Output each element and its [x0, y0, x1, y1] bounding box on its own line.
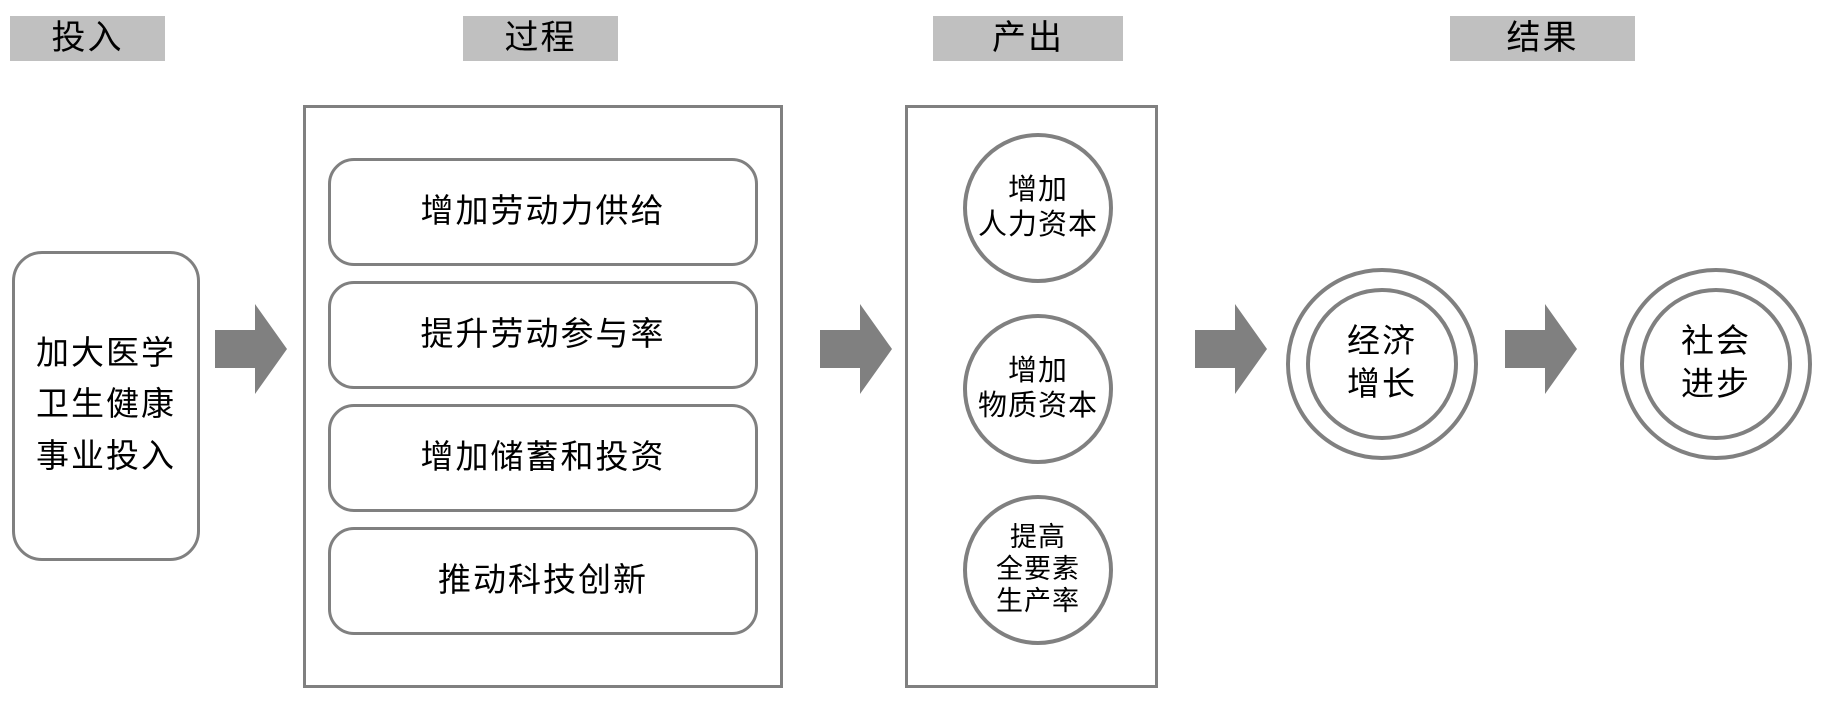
process-item-1[interactable]: 增加劳动力供给 [328, 158, 758, 266]
output-circle-2-label: 增加 物质资本 [978, 354, 1098, 425]
column-header-input: 投入 [10, 16, 165, 61]
output-circle-1-line-1: 增加 [1007, 173, 1068, 206]
process-item-2-label: 提升劳动参与率 [420, 316, 666, 353]
output-circle-1-label: 增加 人力资本 [978, 173, 1098, 244]
arrow-process-to-output [820, 304, 892, 394]
column-header-output-label: 产出 [992, 19, 1064, 57]
process-item-3[interactable]: 增加储蓄和投资 [328, 404, 758, 512]
process-item-2[interactable]: 提升劳动参与率 [328, 281, 758, 389]
column-header-input-label: 投入 [51, 19, 124, 57]
result-circle-1-line-1: 经济 [1347, 324, 1417, 361]
arrow-growth-to-progress [1505, 304, 1577, 394]
output-circle-2-line-1: 增加 [1007, 354, 1068, 387]
column-header-result: 结果 [1450, 16, 1635, 61]
output-circle-3-line-2: 全要素 [996, 554, 1080, 585]
arrow-output-to-growth [1195, 304, 1267, 394]
result-circle-2[interactable]: 社会 进步 [1640, 288, 1792, 440]
process-item-1-label: 增加劳动力供给 [420, 193, 666, 230]
column-header-process: 过程 [463, 16, 618, 61]
process-item-3-label: 增加储蓄和投资 [420, 439, 666, 476]
result-circle-2-line-1: 社会 [1681, 324, 1751, 361]
result-circle-2-label: 社会 进步 [1681, 321, 1751, 407]
process-item-4[interactable]: 推动科技创新 [328, 527, 758, 635]
input-card[interactable]: 加大医学 卫生健康 事业投入 [12, 251, 200, 561]
input-card-line-1: 加大医学 [36, 336, 176, 373]
output-circle-2[interactable]: 增加 物质资本 [963, 314, 1113, 464]
column-header-process-label: 过程 [504, 19, 577, 57]
result-circle-1-label: 经济 增长 [1347, 321, 1417, 407]
column-header-result-label: 结果 [1506, 19, 1579, 57]
output-circle-1[interactable]: 增加 人力资本 [963, 133, 1113, 283]
column-header-output: 产出 [933, 16, 1123, 61]
process-item-4-label: 推动科技创新 [438, 562, 648, 599]
output-circle-1-line-2: 人力资本 [977, 209, 1098, 241]
result-circle-2-line-2: 进步 [1681, 367, 1751, 403]
result-circle-1[interactable]: 经济 增长 [1306, 288, 1458, 440]
input-card-line-3: 事业投入 [36, 438, 176, 475]
output-circle-3-line-1: 提高 [1010, 522, 1066, 553]
output-circle-2-line-2: 物质资本 [977, 390, 1098, 422]
output-circle-3-label: 提高 全要素 生产率 [996, 522, 1080, 618]
output-circle-3-line-3: 生产率 [996, 585, 1080, 616]
output-circle-3[interactable]: 提高 全要素 生产率 [963, 495, 1113, 645]
input-card-line-2: 卫生健康 [36, 387, 176, 424]
input-card-label: 加大医学 卫生健康 事业投入 [36, 329, 176, 482]
arrow-input-to-process [215, 304, 287, 394]
result-circle-1-line-2: 增长 [1347, 367, 1417, 403]
